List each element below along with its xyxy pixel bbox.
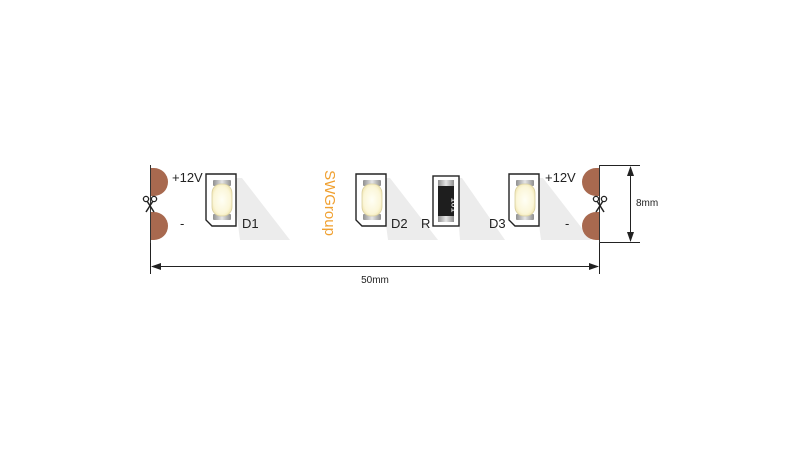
pad-left-top: [150, 168, 168, 196]
led-d3: [508, 173, 540, 227]
shadow-r: [455, 178, 505, 240]
brand-logo: SWGroup: [321, 170, 338, 236]
label-r: R: [421, 216, 430, 231]
led-d2: [355, 173, 387, 227]
shadow-d1: [232, 178, 290, 240]
label-minus-left: -: [180, 216, 184, 231]
label-d1: D1: [242, 216, 259, 231]
pad-right-bottom: [582, 212, 600, 240]
label-d3: D3: [489, 216, 506, 231]
resistor: [432, 175, 460, 227]
label-plus-left: +12V: [172, 170, 203, 185]
pad-right-top: [582, 168, 600, 196]
label-plus-right: +12V: [545, 170, 576, 185]
led-d1: [205, 173, 237, 227]
dimension-width-label: 8mm: [636, 198, 658, 209]
dimension-length-label: 50mm: [361, 275, 389, 286]
label-d2: D2: [391, 216, 408, 231]
scissors-icon: [142, 195, 158, 213]
shadow-d2: [380, 178, 438, 240]
copper-pads: [150, 168, 600, 240]
label-minus-right: -: [565, 216, 569, 231]
shadow-d3: [533, 178, 591, 240]
dimension-width: [600, 165, 640, 243]
scissors-icon: [592, 195, 608, 213]
resistor-code: 101: [450, 197, 460, 212]
dimension-length: [150, 243, 600, 274]
pad-left-bottom: [150, 212, 168, 240]
